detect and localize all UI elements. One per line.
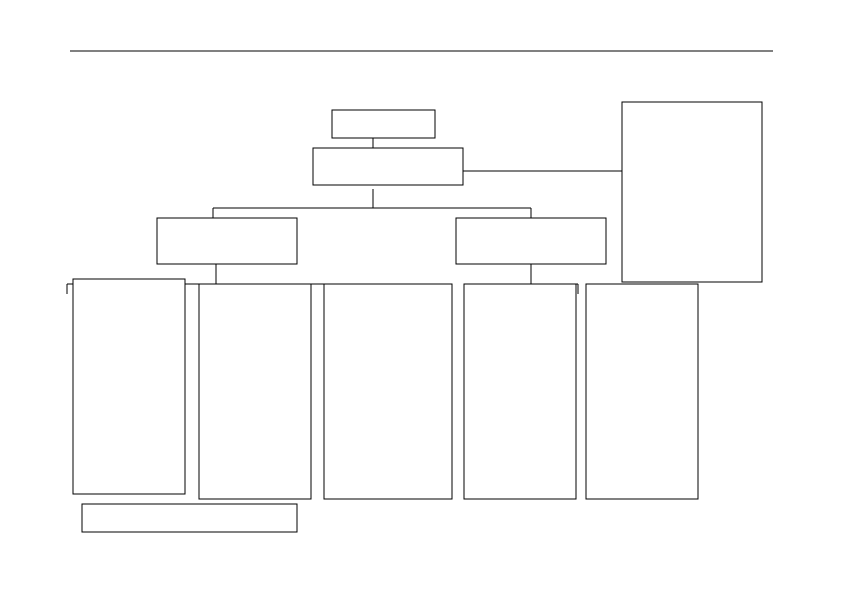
box-second [312,147,464,186]
box-leaf-2 [198,283,312,500]
box-leaf-4 [463,283,577,500]
box-leaf-3 [323,283,453,500]
box-leaf-1 [72,278,186,495]
box-footer-note [81,503,298,533]
box-right-branch [455,217,607,265]
box-top [331,109,436,139]
box-leaf-5 [585,283,699,500]
box-side-note [621,101,763,283]
box-left-branch [156,217,298,265]
